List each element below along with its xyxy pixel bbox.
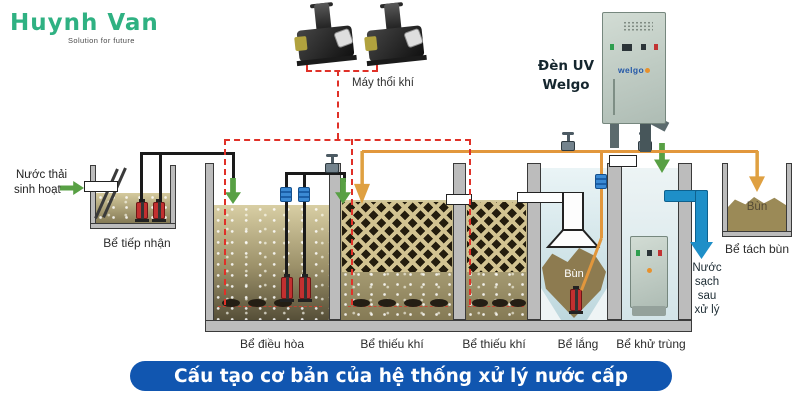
air-line: [306, 70, 378, 72]
uv-label-line2: Welgo: [542, 77, 590, 93]
outlet-label-line1: Nước: [692, 262, 722, 274]
sludge-line: [600, 150, 603, 238]
banner-title: Cấu tạo cơ bản của hệ thống xử lý nước c…: [174, 365, 628, 387]
air-diffuser: [404, 299, 422, 307]
sludge-line: [362, 150, 758, 153]
air-line: [224, 139, 471, 141]
air-diffuser: [492, 299, 508, 307]
gate-valve: [324, 154, 340, 173]
anoxic2-media: [467, 202, 526, 272]
tank-wall: [453, 163, 466, 320]
sludge-separation-tank: Bùn: [722, 163, 792, 237]
settling-tank-label: Bể lắng: [557, 337, 599, 351]
air-line: [376, 63, 378, 71]
air-diffuser: [248, 299, 266, 307]
cabinet-brand: welgo: [617, 65, 645, 75]
receiving-tank-label: Bể tiếp nhận: [103, 236, 171, 250]
anoxic2-tank-label: Bể thiếu khí: [462, 337, 526, 351]
tank-wall: [170, 165, 176, 229]
air-line: [337, 70, 339, 139]
title-banner: Cấu tạo cơ bản của hệ thống xử lý nước c…: [130, 361, 672, 391]
tank-wall: [90, 223, 176, 229]
pipe: [303, 172, 306, 276]
cabinet-leg: [610, 122, 619, 148]
pipe: [140, 152, 143, 202]
anoxic1-tank-label: Bể thiếu khí: [360, 337, 424, 351]
clean-water-pipe: [695, 190, 708, 244]
overflow-weir: [446, 194, 472, 205]
sludge-pump: [569, 286, 583, 314]
uv-label-line1: Đèn UV: [537, 58, 595, 74]
pipe: [232, 152, 235, 182]
gate-valve: [560, 132, 576, 151]
tank-wall: [607, 163, 622, 320]
air-diffuser: [510, 299, 526, 307]
air-diffuser: [274, 299, 292, 307]
blower-label: Máy thổi khí: [352, 77, 414, 89]
overflow-weir: [609, 155, 637, 167]
anoxic1-media: [342, 202, 452, 272]
separated-sludge: [728, 196, 786, 231]
air-line: [306, 63, 308, 71]
pipe: [159, 152, 162, 202]
settling-feed-funnel: [545, 192, 601, 248]
sludge-return-arrow: [354, 151, 370, 204]
air-line: [469, 139, 471, 305]
uv-unit: [630, 236, 668, 308]
submersible-pump: [135, 199, 149, 222]
outlet-label-line2: sạch: [694, 276, 720, 288]
air-blower: [361, 0, 429, 68]
logo-title: Huynh Van: [10, 10, 159, 36]
disinfection-tank-label: Bể khử trùng: [616, 337, 686, 351]
submersible-pump: [280, 274, 294, 302]
outlet-label-line4: xử lý: [694, 304, 720, 316]
inlet-label-line2: sinh hoạt: [14, 184, 61, 196]
tank-wall: [678, 163, 692, 320]
sludge-separation-tank-label: Bể tách bùn: [724, 242, 790, 256]
flange-valve: [298, 187, 310, 202]
air-diffuser: [352, 299, 370, 307]
pipe: [343, 172, 346, 182]
flange-valve: [280, 187, 292, 202]
inlet-arrow: [60, 181, 84, 195]
tank-wall: [329, 163, 341, 320]
cabinet-leg: [640, 122, 651, 152]
air-line: [351, 139, 353, 305]
submersible-pump: [298, 274, 312, 302]
flange-valve: [595, 174, 607, 189]
air-header: [218, 306, 322, 307]
air-line: [224, 139, 226, 305]
air-diffuser: [378, 299, 396, 307]
air-blower: [291, 0, 359, 68]
clean-water-arrow: [690, 242, 713, 259]
uv-unit-base: [632, 306, 666, 316]
receiving-tank: [90, 165, 176, 229]
submersible-pump: [152, 199, 166, 222]
logo-subtitle: Solution for future: [68, 36, 135, 45]
tank-base: [205, 320, 692, 332]
equalization-tank-label: Bể điều hòa: [239, 337, 305, 351]
uv-control-cabinet: welgo: [602, 12, 666, 124]
air-diffuser: [472, 299, 488, 307]
separation-sludge-label: Bùn: [746, 201, 768, 213]
pipe: [285, 172, 288, 276]
pipe: [140, 152, 234, 155]
outlet-label-line3: sau: [697, 290, 717, 302]
pipe: [285, 172, 345, 175]
tank-wall: [527, 163, 541, 320]
air-header: [348, 306, 448, 307]
air-diffuser: [222, 299, 240, 307]
tank-wall: [205, 163, 214, 332]
air-diffuser: [430, 299, 448, 307]
settling-sludge-label: Bùn: [564, 268, 584, 280]
flow-arrow-into-equalization: [225, 178, 241, 204]
inlet-pipe: [84, 181, 118, 192]
inlet-label-line1: Nước thải: [16, 169, 68, 181]
